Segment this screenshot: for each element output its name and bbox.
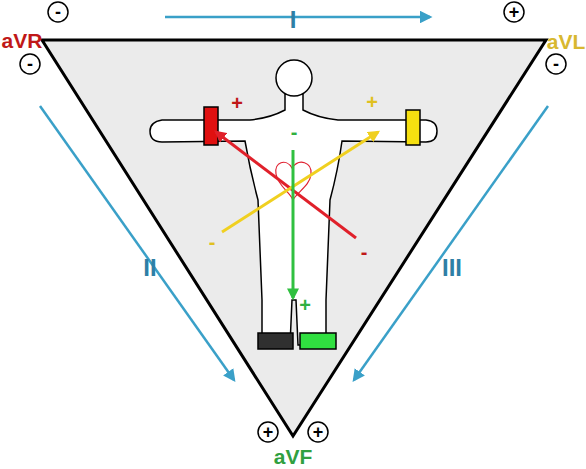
polarity-circle [504,2,524,22]
lead-name: aVF [274,446,313,467]
lead-name: I [290,8,297,32]
lead-arrow [165,16,430,19]
head-outline [276,60,312,96]
polarity-sign: + [231,93,243,113]
polarity-sign: - [553,55,559,73]
polarity-sign: - [291,122,298,142]
electrode [204,107,218,145]
polarity-circle [258,422,278,442]
lead-name: aVR [2,30,43,51]
polarity-sign: + [263,423,274,441]
polarity-circle [48,2,68,22]
polarity-sign: - [361,242,368,262]
polarity-sign: + [299,295,311,315]
polarity-sign: + [366,92,378,112]
lead-arrow [354,106,548,380]
electrode [300,333,336,349]
polarity-sign: - [27,55,33,73]
vector-arrow [222,132,378,232]
electrode [258,333,293,349]
lead-arrow [40,106,234,380]
body-outline [150,94,437,345]
triangle [42,40,546,436]
lead-name: III [442,256,462,280]
electrode [406,110,420,145]
polarity-circle [546,54,566,74]
vector-arrow [292,150,295,298]
lead-name: aVL [547,31,586,52]
polarity-circle [308,422,328,442]
polarity-circle [20,54,40,74]
polarity-sign: + [509,3,520,21]
polarity-sign: + [313,423,324,441]
polarity-sign: - [55,3,61,21]
lead-name: II [143,256,156,280]
polarity-sign: - [209,232,216,252]
